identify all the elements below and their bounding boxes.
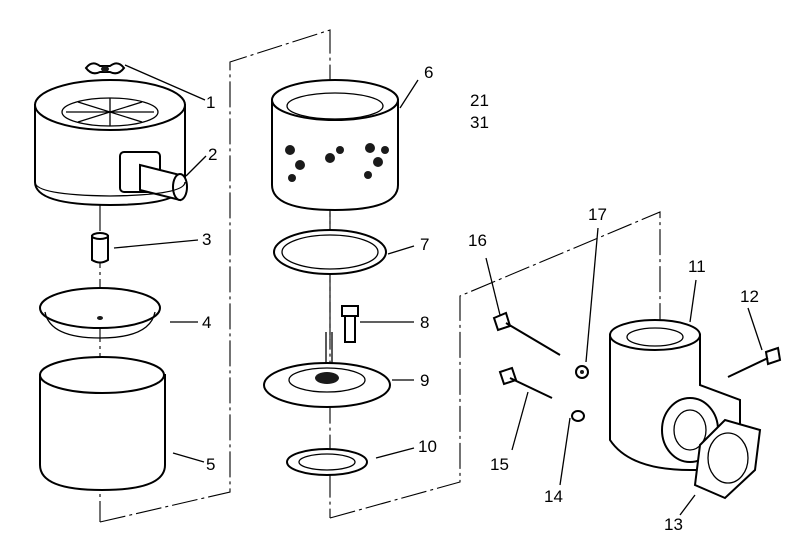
note-31: 31 xyxy=(470,113,489,132)
callout-4: 4 xyxy=(202,313,211,332)
wing-nut-part xyxy=(84,62,126,75)
washer-part xyxy=(575,365,589,379)
leader-lines xyxy=(113,64,763,516)
callout-3: 3 xyxy=(202,230,211,249)
callout-9: 9 xyxy=(420,371,429,390)
callout-16: 16 xyxy=(468,231,487,250)
callout-10: 10 xyxy=(418,437,437,456)
filter-element-part xyxy=(271,79,399,212)
lock-washer-part xyxy=(571,410,585,422)
screw-part xyxy=(498,366,553,399)
notes: 21 31 xyxy=(470,91,489,132)
callout-17: 17 xyxy=(588,205,607,224)
callout-2: 2 xyxy=(208,145,217,164)
callout-13: 13 xyxy=(664,515,683,534)
callout-7: 7 xyxy=(420,235,429,254)
note-21: 21 xyxy=(470,91,489,110)
bottom-gasket-part xyxy=(286,448,368,476)
spacer-sleeve-part xyxy=(91,232,109,264)
pre-cleaner-part xyxy=(39,356,166,492)
callout-12: 12 xyxy=(740,287,759,306)
callout-1: 1 xyxy=(206,93,215,112)
base-plate-part xyxy=(39,287,161,339)
callout-6: 6 xyxy=(424,63,433,82)
gasket-ring-part xyxy=(273,229,387,275)
callout-8: 8 xyxy=(420,313,429,332)
callout-14: 14 xyxy=(544,487,563,506)
long-bolt-part xyxy=(727,346,782,378)
air-cleaner-cover-part xyxy=(34,79,188,207)
callout-labels: 1 2 3 4 5 6 7 8 9 10 11 12 13 14 15 16 1… xyxy=(202,63,759,534)
filter-base-part xyxy=(263,332,391,408)
callout-15: 15 xyxy=(490,455,509,474)
long-screw-part xyxy=(492,311,561,356)
callout-5: 5 xyxy=(206,455,215,474)
callout-11: 11 xyxy=(688,257,706,276)
flange-gasket-part xyxy=(693,418,762,500)
bolt-part xyxy=(341,305,359,343)
